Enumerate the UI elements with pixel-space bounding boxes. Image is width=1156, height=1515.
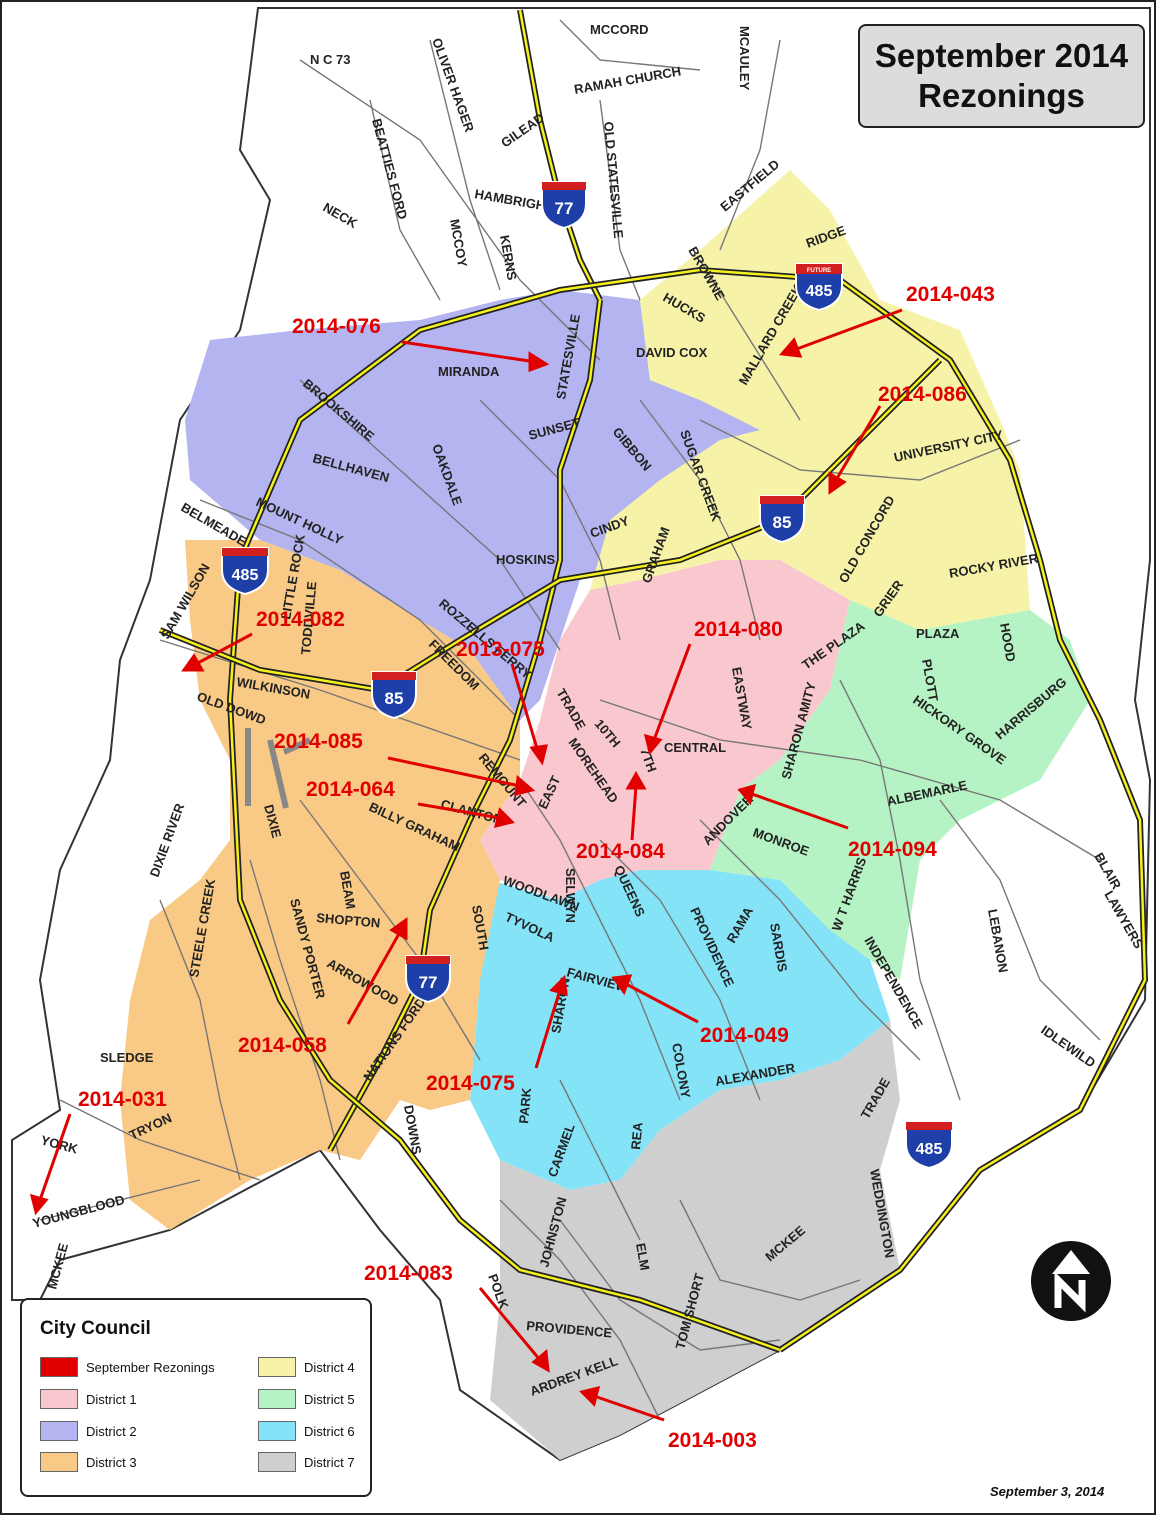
- road-label: PLAZA: [916, 626, 960, 641]
- legend-label: District 1: [86, 1391, 137, 1407]
- road-label: MCCORD: [590, 22, 649, 37]
- rezoning-label: 2014-086: [878, 383, 967, 406]
- legend-label: September Rezonings: [86, 1359, 215, 1375]
- rezoning-label: 2014-080: [694, 618, 783, 641]
- road-label: N C 73: [310, 52, 350, 67]
- legend-label: District 3: [86, 1454, 137, 1470]
- rezoning-label: 2014-094: [848, 838, 937, 861]
- road-label: HOOD: [997, 622, 1019, 663]
- rezoning-label: 2014-085: [274, 730, 363, 753]
- legend-label: District 5: [304, 1391, 355, 1407]
- district-7-region: [490, 1020, 900, 1460]
- legend-title: City Council: [40, 1318, 151, 1339]
- road-label: BEAM: [337, 870, 358, 910]
- rezoning-label: 2014-049: [700, 1024, 789, 1047]
- rezoning-label: 2013-075: [456, 638, 545, 661]
- road-label: PARK: [516, 1087, 534, 1125]
- legend-label: District 4: [304, 1359, 355, 1375]
- district-1-region: [480, 560, 850, 900]
- road-label: SLEDGE: [100, 1050, 154, 1065]
- legend-swatch: [258, 1421, 296, 1441]
- interstate-shield-77-north: 77: [541, 181, 587, 230]
- rezoning-label: 2014-083: [364, 1262, 453, 1285]
- legend-item-district-2: District 2: [40, 1420, 137, 1442]
- legend-swatch: [258, 1452, 296, 1472]
- road-label: HOSKINS: [496, 552, 556, 567]
- legend-swatch: [40, 1389, 78, 1409]
- legend-item-district-1: District 1: [40, 1388, 137, 1410]
- legend-swatch: [40, 1421, 78, 1441]
- road-label: MIRANDA: [438, 364, 500, 379]
- interstate-number: 485: [916, 1141, 943, 1158]
- interstate-number: 85: [773, 513, 792, 532]
- rezoning-label: 2014-003: [668, 1429, 757, 1452]
- rezoning-label: 2014-031: [78, 1088, 167, 1111]
- district-4-region: [590, 170, 1030, 630]
- rezoning-label: 2014-064: [306, 778, 395, 801]
- legend-label: District 7: [304, 1454, 355, 1470]
- rezoning-labels: 2014-076 2014-043 2014-086 2014-082 2014…: [78, 283, 995, 1452]
- road-label: REA: [628, 1121, 645, 1150]
- legend-item-district-7: District 7: [258, 1451, 355, 1473]
- interstate-number: 485: [806, 283, 833, 300]
- road-label: TODDVILLE: [298, 580, 319, 655]
- road-label: DAVID COX: [636, 345, 708, 360]
- road-label: ELM: [633, 1242, 653, 1272]
- rezoning-label: 2014-084: [576, 840, 665, 863]
- road-label: MCAULEY: [737, 26, 752, 91]
- legend-item-september-rezonings: September Rezonings: [40, 1356, 215, 1378]
- interstate-number: 77: [419, 973, 438, 992]
- district-3-region: [120, 540, 520, 1230]
- legend-swatch: [40, 1357, 78, 1377]
- legend-item-district-5: District 5: [258, 1388, 355, 1410]
- legend-item-district-4: District 4: [258, 1356, 355, 1378]
- legend-swatch: [258, 1357, 296, 1377]
- rezoning-label: 2014-076: [292, 315, 381, 338]
- interstate-shield-85-west: 85: [371, 671, 417, 720]
- rezoning-label: 2014-058: [238, 1034, 327, 1057]
- map-title-box: September 2014 Rezonings: [858, 24, 1145, 128]
- interstate-routes: [158, 9, 1149, 1353]
- road-network: [39, 19, 1101, 1421]
- interstate-number: 77: [555, 199, 574, 218]
- legend-label: District 2: [86, 1423, 137, 1439]
- airport-runways: [245, 728, 312, 809]
- interstate-shield-485-future: FUTURE 485: [795, 263, 843, 312]
- rezoning-label: 2014-043: [906, 283, 995, 306]
- legend-swatch: [40, 1452, 78, 1472]
- north-arrow-icon: [1031, 1241, 1111, 1321]
- interstate-shield-77-south: 77: [405, 955, 451, 1004]
- legend-swatch: [258, 1389, 296, 1409]
- road-label: PLOTT: [919, 658, 941, 703]
- road-label: SELWYN: [563, 868, 578, 923]
- map-title-line-2: Rezonings: [918, 77, 1085, 114]
- legend-item-district-3: District 3: [40, 1451, 137, 1473]
- map-title-line-1: September 2014: [874, 37, 1129, 74]
- road-label: PROVIDENCE: [526, 1318, 613, 1340]
- road-label: CENTRAL: [664, 740, 726, 755]
- interstate-number: 85: [385, 689, 404, 708]
- interstate-number: 485: [232, 567, 259, 584]
- legend-label: District 6: [304, 1423, 355, 1439]
- legend-item-district-6: District 6: [258, 1420, 355, 1442]
- rezoning-arrows: [29, 308, 903, 1422]
- road-label: SHOPTON: [316, 910, 381, 931]
- interstate-shield-485-south: 485: [905, 1121, 953, 1170]
- legend: City Council September Rezonings Distric…: [20, 1298, 372, 1497]
- interstate-tag: FUTURE: [807, 268, 831, 274]
- interstate-shield-485-west: 485: [221, 547, 269, 596]
- rezoning-label: 2014-075: [426, 1072, 515, 1095]
- interstate-shield-85-east: 85: [759, 495, 805, 544]
- rezoning-label: 2014-082: [256, 608, 345, 631]
- map-date: September 3, 2014: [990, 1484, 1105, 1499]
- district-5-region: [710, 600, 1090, 980]
